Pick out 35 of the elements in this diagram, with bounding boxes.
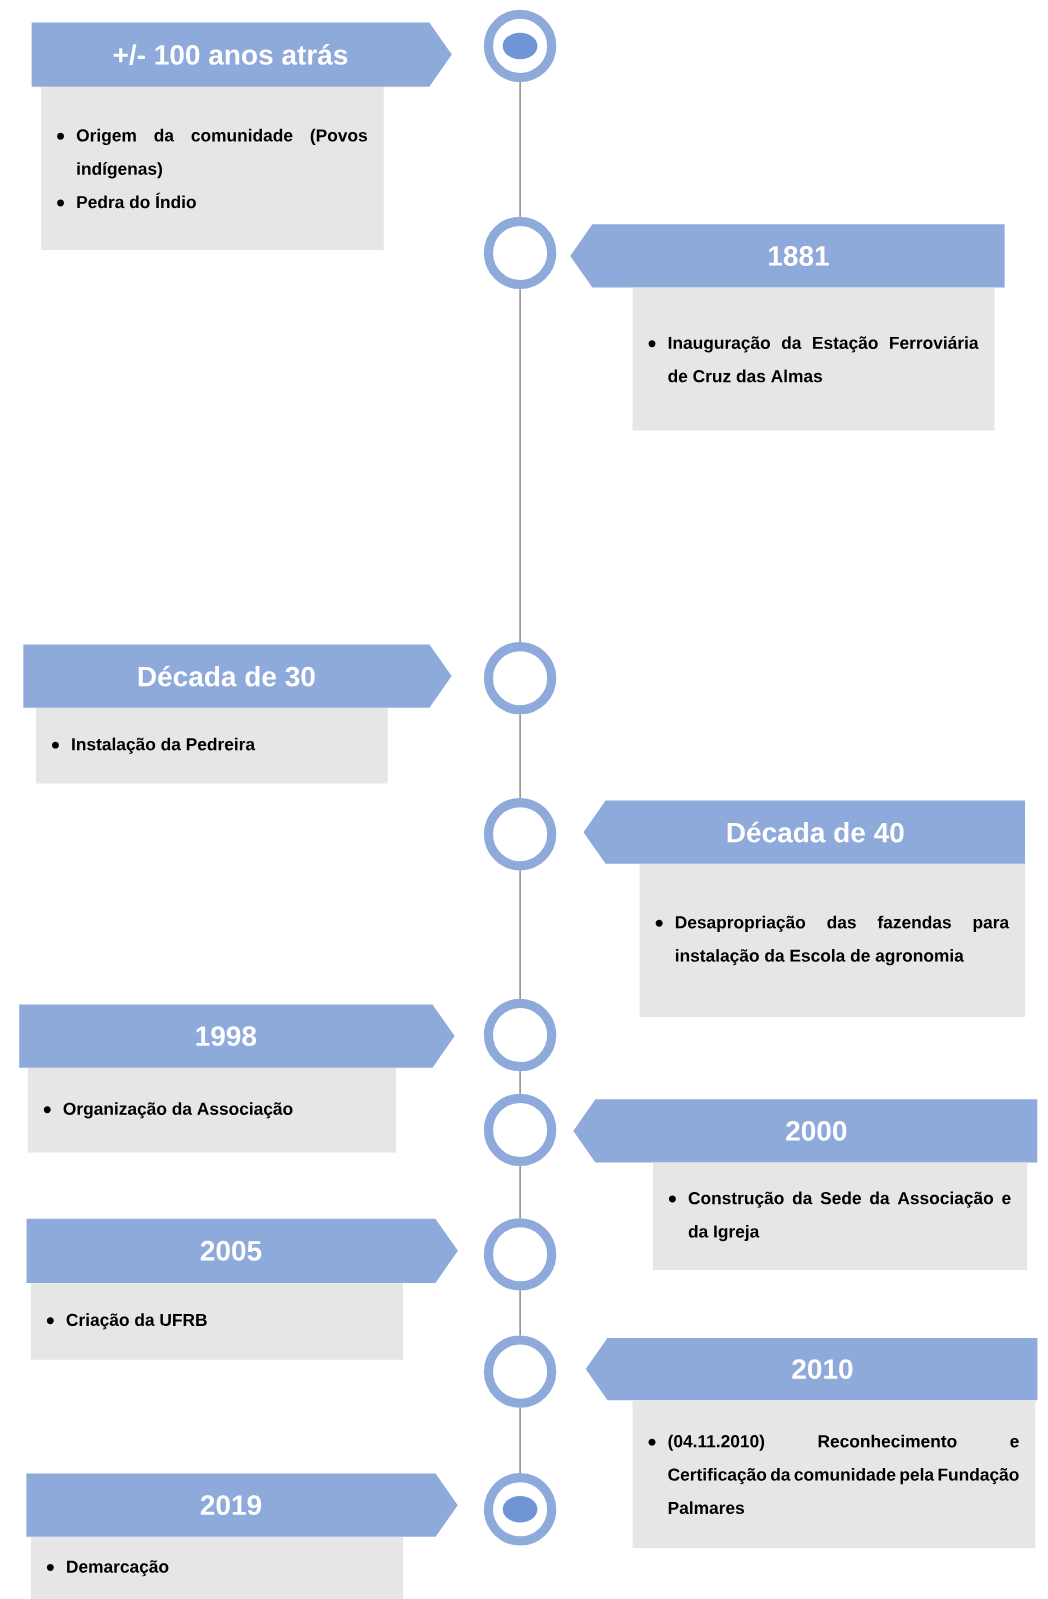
timeline-circle	[483, 216, 557, 290]
timeline-circle	[483, 1335, 557, 1408]
timeline-line	[519, 1290, 521, 1336]
timeline-circle	[483, 998, 557, 1072]
text-box: Inauguração da Estação Ferroviária de Cruz das Almas	[632, 287, 995, 431]
text-box: Construção da Sede da Associação e da Igreja	[652, 1162, 1028, 1270]
timeline-circle	[483, 1473, 557, 1546]
timeline-line	[519, 869, 521, 1000]
timeline-line	[519, 81, 521, 218]
text-box: Instalação da Pedreira	[35, 708, 388, 784]
timeline-circle	[483, 9, 557, 83]
text-box: Criação da UFRB	[30, 1283, 403, 1360]
text-box: Organização da Associação	[27, 1068, 396, 1153]
year-banner: 2005	[26, 1218, 458, 1283]
text-box: Demarcação	[30, 1537, 403, 1599]
year-banner: Década de 40	[583, 800, 1025, 864]
timeline-circle	[483, 1218, 557, 1291]
timeline-line	[519, 1070, 521, 1095]
text-box: Origem da comunidade (Povos indígenas) Pedra do Índio	[40, 86, 384, 251]
text-box: Desapropriação das fazendas para instalação da Escola de agronomia	[639, 864, 1025, 1017]
timeline-circle	[483, 797, 557, 871]
year-banner: +/- 100 anos atrás	[31, 22, 452, 87]
timeline-line	[519, 1165, 521, 1219]
timeline-circle	[483, 641, 557, 715]
timeline-line	[519, 713, 521, 799]
year-banner: 2010	[585, 1337, 1038, 1401]
year-banner: 2000	[573, 1099, 1038, 1163]
year-banner: Década de 30	[23, 644, 452, 708]
year-banner: 1881	[570, 224, 1005, 288]
year-banner: 2019	[26, 1473, 458, 1537]
timeline-circle	[483, 1093, 557, 1167]
timeline-line	[519, 288, 521, 643]
text-box: (04.11.2010) Reconhecimento e Certificação da comunidade pela Fundação Palmares	[632, 1400, 1036, 1549]
year-banner: 1998	[19, 1004, 455, 1068]
timeline-line	[519, 1407, 521, 1474]
